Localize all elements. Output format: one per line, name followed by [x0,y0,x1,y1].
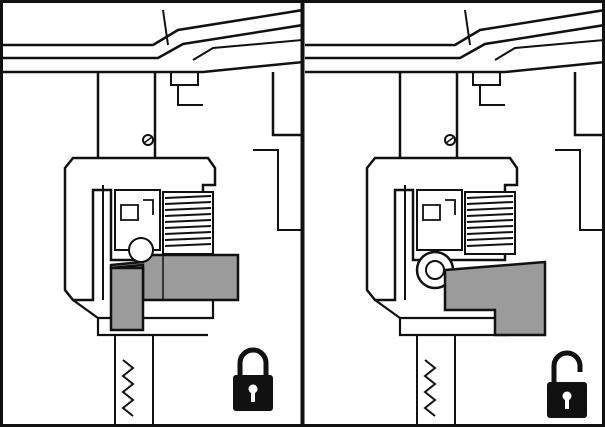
lever-unlocked [443,260,547,337]
panel-unlocked [305,8,603,427]
panel-locked [3,8,301,427]
padlock-open-icon [547,353,587,418]
lever-locked [109,253,240,332]
padlock-closed-icon [233,350,273,411]
